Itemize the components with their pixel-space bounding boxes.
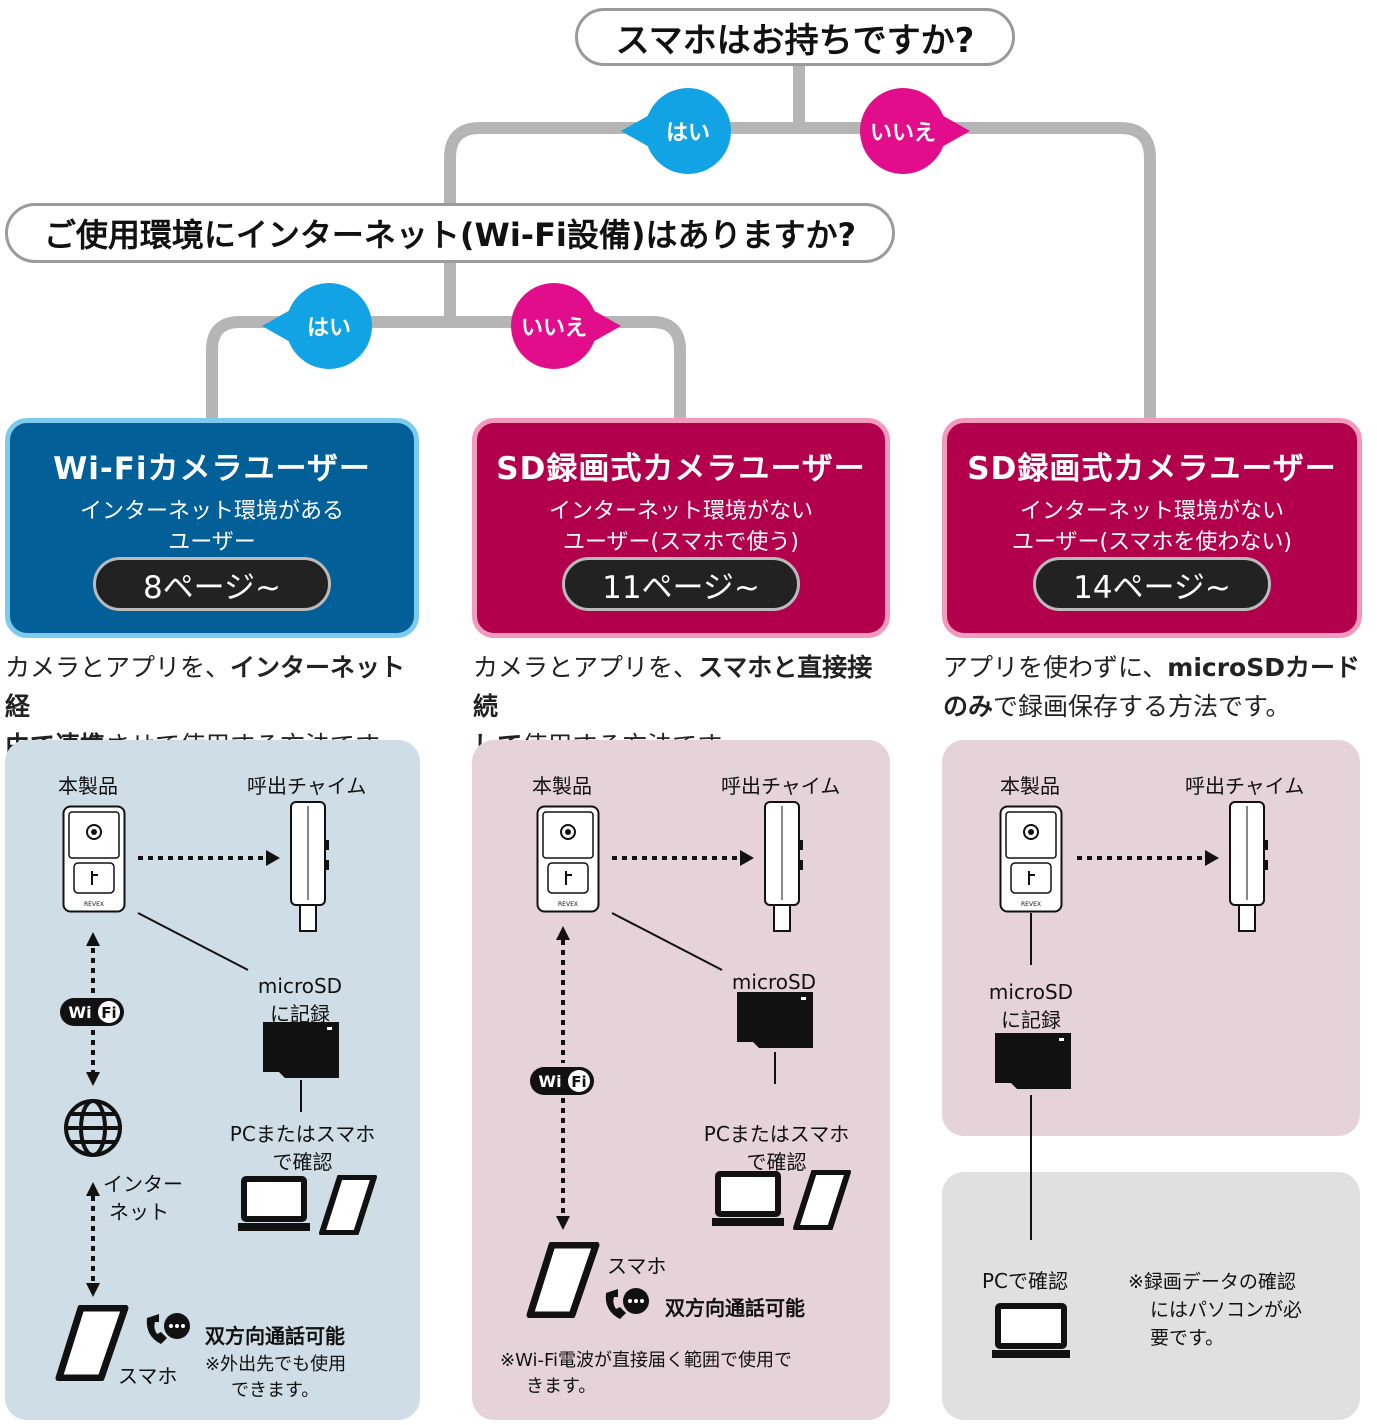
question-smartphone: スマホはお持ちですか? [575,8,1015,66]
label-pc-or-phone: PCまたはスマホで確認 [229,1122,376,1174]
label-pc-check: PCで確認 [982,1269,1069,1293]
label-two-way-call: 双方向通話可能 [665,1296,805,1320]
card-title: Wi-Fiカメラユーザー [53,451,371,487]
label-product: 本製品 [58,774,118,798]
wifi-logo-icon: Wi Fi [530,1067,594,1099]
no-label: いいえ [860,88,946,174]
chime-icon [764,801,803,932]
svg-text:Wi: Wi [538,1072,561,1091]
globe-icon [64,1099,122,1157]
microsd-card-icon [263,1022,339,1078]
label-chime: 呼出チャイム [1185,774,1305,798]
doorbell-camera-icon: REVEX [62,805,126,913]
yes-bubble-1: はい [621,88,731,174]
wifi-logo-icon: Wi Fi [60,998,124,1030]
card-wifi-camera-user: Wi-Fiカメラユーザー インターネット環境がある ユーザー 8ページ~ [5,418,419,638]
svg-text:REVEX: REVEX [84,901,104,908]
label-chime: 呼出チャイム [247,774,367,798]
label-product: 本製品 [1000,774,1060,798]
card-subtitle-line1: インターネット環境がない [1019,499,1284,524]
microsd-card-icon [737,992,813,1048]
doorbell-camera-icon: REVEX [536,805,600,913]
note-pc-required: ※録画データの確認にはパソコンが必要です。 [1128,1271,1303,1349]
question-internet: ご使用環境にインターネット(Wi-Fi設備)はありますか? [5,203,895,263]
card-subtitle-line2: ユーザー(スマホで使う) [562,530,800,555]
label-product: 本製品 [532,774,592,798]
phone-call-icon [605,1288,649,1319]
label-internet: インターネット [103,1172,183,1224]
svg-text:REVEX: REVEX [558,901,578,908]
page-ref-badge: 11ページ~ [562,557,800,611]
card-subtitle-line2: ユーザー(スマホを使わない) [1011,530,1293,555]
no-bubble-2: いいえ [511,283,621,369]
chime-icon [290,801,329,932]
card-sd-camera-user-phone: SD録画式カメラユーザー インターネット環境がない ユーザー(スマホで使う) 1… [472,418,890,638]
svg-text:Wi: Wi [68,1003,91,1022]
laptop-and-phone-icon [712,1170,851,1230]
svg-text:Fi: Fi [101,1004,116,1022]
phone-call-icon [146,1313,190,1344]
note-outside-use: ※外出先でも使用できます。 [205,1354,347,1401]
laptop-and-phone-icon [238,1175,377,1235]
chime-icon [1229,801,1268,932]
smartphone-icon [55,1305,129,1381]
smartphone-icon [526,1242,600,1318]
no-label: いいえ [511,283,597,369]
card-subtitle-line1: インターネット環境がある [79,499,344,524]
yes-bubble-2: はい [262,283,372,369]
label-smartphone: スマホ [118,1364,178,1388]
svg-text:Fi: Fi [571,1073,586,1091]
yes-label: はい [645,88,731,174]
card-sd-camera-user-no-phone: SD録画式カメラユーザー インターネット環境がない ユーザー(スマホを使わない)… [942,418,1362,638]
label-pc-or-phone: PCまたはスマホで確認 [703,1122,850,1174]
no-bubble-1: いいえ [860,88,970,174]
yes-label: はい [286,283,372,369]
laptop-icon [992,1303,1070,1358]
note-wifi-range: ※Wi-Fi電波が直接届く範囲で使用できます。 [500,1350,793,1397]
label-smartphone: スマホ [607,1254,667,1278]
card-subtitle-line1: インターネット環境がない [548,499,813,524]
svg-text:REVEX: REVEX [1021,901,1041,908]
description-3: アプリを使わずに、microSDカードのみで録画保存する方法です。 [943,653,1360,721]
label-two-way-call: 双方向通話可能 [205,1324,345,1348]
diagram-panel-pc [942,1172,1360,1420]
doorbell-camera-icon: REVEX [999,805,1063,913]
page-ref-badge: 8ページ~ [93,557,331,611]
card-title: SD録画式カメラユーザー [496,451,866,487]
card-title: SD録画式カメラユーザー [967,451,1337,487]
microsd-card-icon [995,1033,1071,1089]
page-ref-badge: 14ページ~ [1033,557,1271,611]
label-chime: 呼出チャイム [721,774,841,798]
card-subtitle-line2: ユーザー [168,530,256,555]
